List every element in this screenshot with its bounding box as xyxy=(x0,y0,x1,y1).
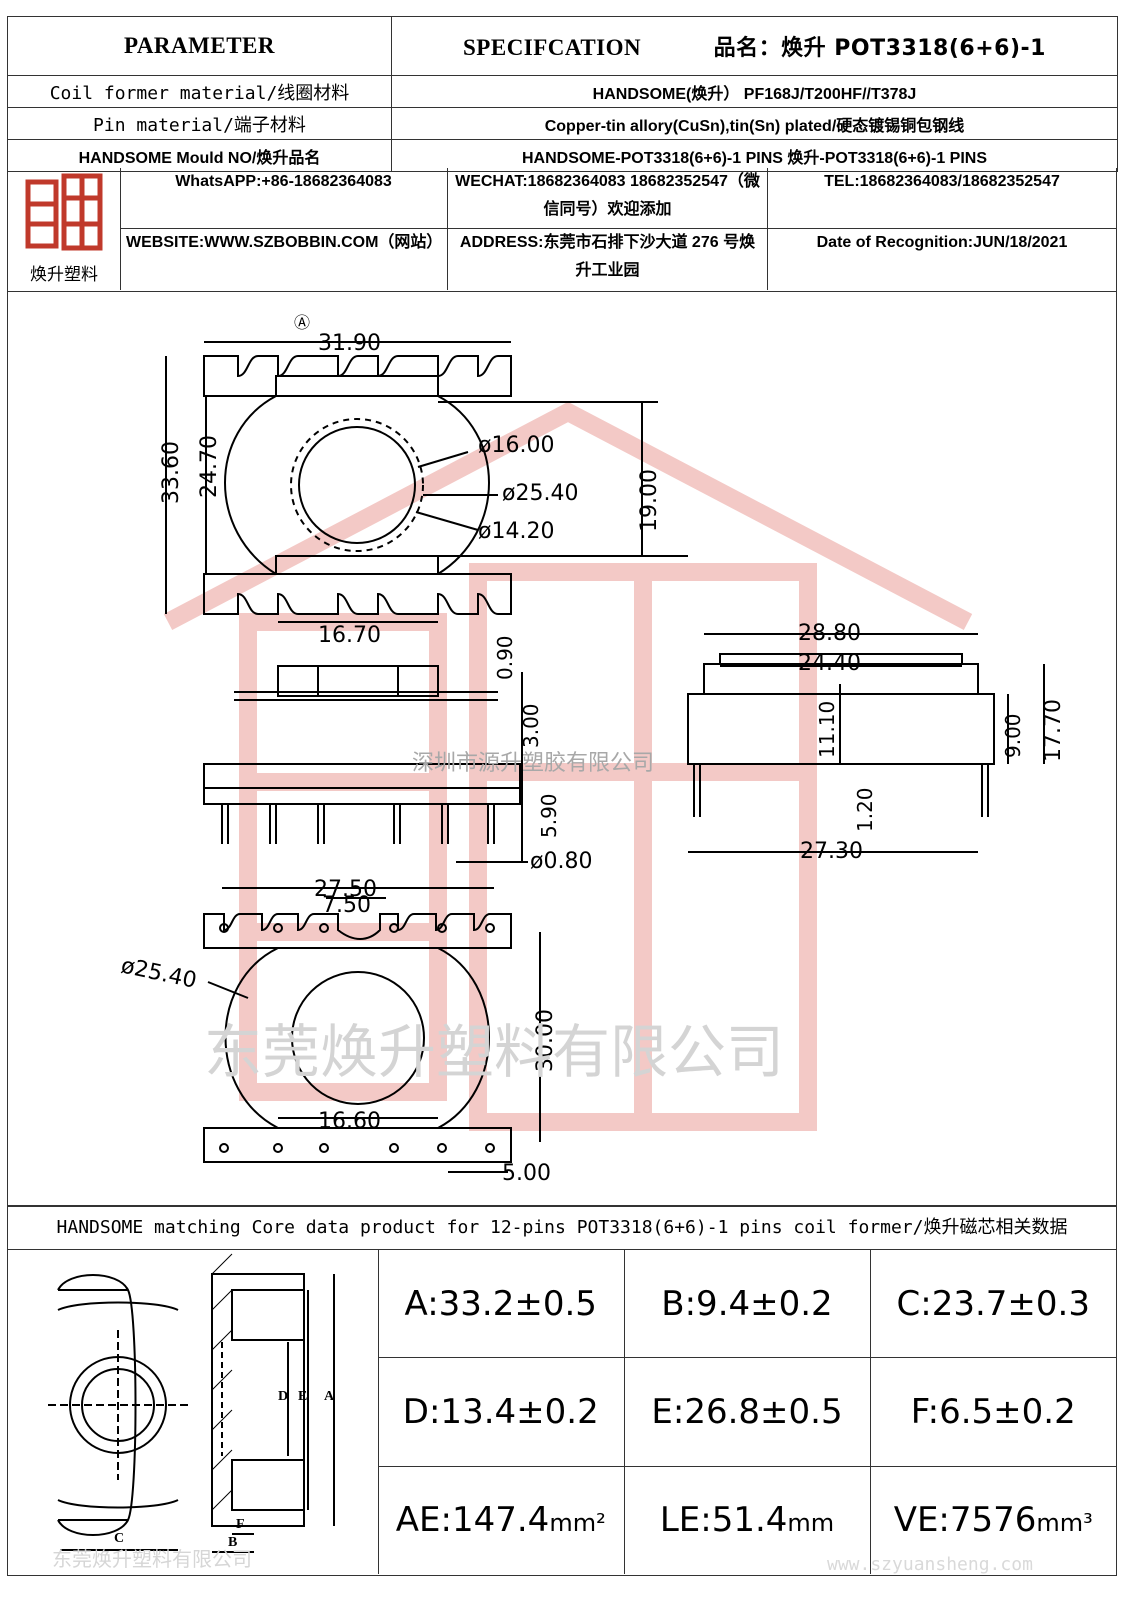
core-ve: VE:7576mm³ xyxy=(869,1465,1116,1574)
dim-s: 27.50 xyxy=(314,877,377,902)
core-label-e: E xyxy=(298,1389,307,1404)
whatsapp: WhatsAPP:+86-18682364083 xyxy=(120,168,448,229)
dim-x: 5.00 xyxy=(502,1161,551,1186)
dim-j: 5.90 xyxy=(537,793,561,838)
dim-f: ø25.40 xyxy=(502,481,578,506)
dim-u: ø25.40 xyxy=(119,953,199,993)
dim-m: 24.40 xyxy=(798,651,861,676)
wechat: WECHAT:18682364083 18682352547（微信同号）欢迎添加 xyxy=(448,168,768,229)
dim-v: 16.60 xyxy=(318,1109,381,1134)
dim-a: 31.90 xyxy=(318,331,381,356)
logo-watermark-icon xyxy=(163,401,973,1131)
specification-heading: SPECIFCATION 品名：焕升 POT3318(6+6)-1 xyxy=(391,16,1118,76)
dim-o: 27.30 xyxy=(800,839,863,864)
core-a: A:33.2±0.5 xyxy=(378,1250,625,1359)
core-label-d: D xyxy=(278,1389,288,1404)
dim-a-marker: Ⓐ xyxy=(294,313,310,332)
core-figure: C B F D E A 东莞焕升塑料有限公司 xyxy=(8,1250,379,1574)
dim-g: ø14.20 xyxy=(478,519,554,544)
website: WEBSITE:WWW.SZBOBBIN.COM（网站） xyxy=(120,229,448,290)
core-ae-unit: mm² xyxy=(549,1509,606,1538)
core-data: C B F D E A 东莞焕升塑料有限公司 A:33.2±0.5 B:9.4±… xyxy=(7,1250,1117,1576)
logo-mark-icon xyxy=(25,173,103,251)
core-data-title: HANDSOME matching Core data product for … xyxy=(7,1206,1117,1250)
coil-material-value: HANDSOME(焕升） PF168J/T200HF//T378J xyxy=(391,75,1118,108)
product-name: 焕升 POT3318(6+6)-1 xyxy=(781,36,1046,61)
pin-material-label: Pin material/端子材料 xyxy=(7,107,392,140)
dim-d: 16.70 xyxy=(318,623,381,648)
core-c: C:23.7±0.3 xyxy=(869,1250,1116,1359)
top-view xyxy=(165,341,688,623)
dimension-labels: 31.90 Ⓐ 33.60 24.70 16.70 ø16.00 ø25.40 … xyxy=(119,313,1066,1186)
core-d: D:13.4±0.2 xyxy=(378,1357,625,1467)
core-watermark: 东莞焕升塑料有限公司 xyxy=(52,1547,252,1571)
dim-b: 33.60 xyxy=(159,441,184,504)
mould-no-label: HANDSOME Mould NO/焕升品名 xyxy=(7,139,392,172)
core-label-b: B xyxy=(228,1535,237,1550)
dim-r: 17.70 xyxy=(1041,699,1066,762)
core-label-f: F xyxy=(236,1517,245,1532)
dim-n: 11.10 xyxy=(815,701,839,758)
pin-material-value: Copper-tin allory(CuSn),tin(Sn) plated/硬… xyxy=(391,107,1118,140)
specification-label: SPECIFCATION xyxy=(463,35,642,60)
dim-i: 3.00 xyxy=(519,703,543,748)
technical-drawing: 31.90 Ⓐ 33.60 24.70 16.70 ø16.00 ø25.40 … xyxy=(7,292,1117,1206)
bobbin-drawing: 31.90 Ⓐ 33.60 24.70 16.70 ø16.00 ø25.40 … xyxy=(119,313,1066,1186)
mould-no-value: HANDSOME-POT3318(6+6)-1 PINS 焕升-POT3318(… xyxy=(391,139,1118,172)
core-b: B:9.4±0.2 xyxy=(623,1250,871,1359)
core-le-unit: mm xyxy=(787,1509,835,1538)
core-f: F:6.5±0.2 xyxy=(869,1357,1116,1467)
company-info: 焕升塑料 WhatsAPP:+86-18682364083 WECHAT:186… xyxy=(7,168,1117,292)
core-label-c: C xyxy=(114,1531,124,1546)
dim-k: ø0.80 xyxy=(530,849,592,874)
core-label-a: A xyxy=(324,1389,335,1404)
dim-e: ø16.00 xyxy=(478,433,554,458)
logo-text: 焕升塑料 xyxy=(30,265,98,285)
core-le-value: LE:51.4 xyxy=(659,1500,788,1541)
core-ve-value: VE:7576 xyxy=(893,1500,1037,1541)
core-drawing: C B F D E A 东莞焕升塑料有限公司 xyxy=(48,1253,335,1571)
core-ae-value: AE:147.4 xyxy=(395,1500,550,1541)
address: ADDRESS:东莞市石排下沙大道 276 号焕升工业园 xyxy=(448,229,768,290)
side-view xyxy=(203,665,528,863)
dim-q: 9.00 xyxy=(1001,713,1025,758)
telephone: TEL:18682364083/18682352547 xyxy=(768,168,1116,229)
dim-w: 30.00 xyxy=(533,1009,558,1072)
header-table: PARAMETER SPECIFCATION 品名：焕升 POT3318(6+6… xyxy=(7,16,1118,172)
company-logo: 焕升塑料 xyxy=(8,168,121,290)
dim-p: 1.20 xyxy=(853,787,877,832)
url-watermark: www.szyuansheng.com xyxy=(827,1554,1033,1575)
dim-c: 24.70 xyxy=(197,435,222,498)
core-ae: AE:147.4mm² xyxy=(378,1465,625,1574)
dim-y: 19.00 xyxy=(637,469,662,532)
recognition-date: Date of Recognition:JUN/18/2021 xyxy=(816,234,1068,251)
dim-h: 0.90 xyxy=(493,635,517,680)
bottom-view xyxy=(203,887,541,1173)
company-watermark: 东莞焕升塑料有限公司 xyxy=(204,1018,784,1086)
source-watermark: 深圳市源升塑胶有限公司 xyxy=(412,751,654,776)
core-ve-unit: mm³ xyxy=(1036,1509,1093,1538)
dim-t: 7.50 xyxy=(322,893,371,918)
dim-l: 28.80 xyxy=(798,621,861,646)
product-name-label: 品名： xyxy=(713,36,782,61)
coil-material-label: Coil former material/线圈材料 xyxy=(7,75,392,108)
core-le: LE:51.4mm xyxy=(623,1465,871,1574)
core-e: E:26.8±0.5 xyxy=(623,1357,871,1467)
front-view xyxy=(687,633,1045,853)
core-values-table: A:33.2±0.5 B:9.4±0.2 C:23.7±0.3 D:13.4±0… xyxy=(378,1250,1116,1574)
spec-sheet: PARAMETER SPECIFCATION 品名：焕升 POT3318(6+6… xyxy=(7,16,1118,1576)
parameter-heading: PARAMETER xyxy=(7,16,392,76)
